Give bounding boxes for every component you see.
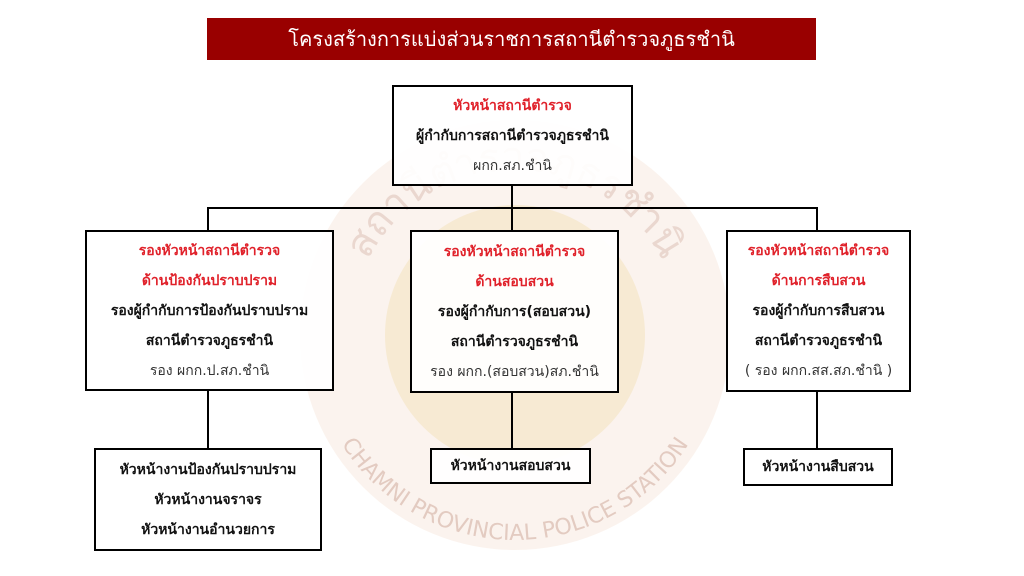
- position-abbr: ผกก.สภ.ชำนิ: [473, 157, 552, 174]
- position-title: รองผู้กำกับการป้องกันปราบปราม: [110, 302, 309, 319]
- org-box-deputy-inquiry: รองหัวหน้าสถานีตำรวจ ด้านสอบสวน รองผู้กำ…: [410, 230, 619, 393]
- position-title: รองผู้กำกับการ(สอบสวน): [437, 303, 592, 320]
- position-title: ผู้กำกับการสถานีตำรวจภูธรชำนิ: [416, 127, 609, 144]
- unit-label: หัวหน้างานสืบสวน: [762, 459, 874, 475]
- role-label: รองหัวหน้าสถานีตำรวจ: [443, 243, 586, 260]
- org-box-station-head: หัวหน้าสถานีตำรวจ ผู้กำกับการสถานีตำรวจภ…: [392, 85, 633, 186]
- org-box-deputy-prevention: รองหัวหน้าสถานีตำรวจ ด้านป้องกันปราบปราม…: [85, 230, 334, 391]
- org-box-prevention-units: หัวหน้างานป้องกันปราบปราม หัวหน้างานจราจ…: [94, 448, 322, 551]
- role-label: รองหัวหน้าสถานีตำรวจ: [138, 242, 281, 259]
- position-abbr: รอง ผกก.ป.สภ.ชำนิ: [149, 362, 270, 379]
- connector: [816, 391, 818, 449]
- unit-label: หัวหน้างานป้องกันปราบปราม: [119, 461, 297, 478]
- role-label: รองหัวหน้าสถานีตำรวจ: [747, 243, 890, 259]
- unit-label: หัวหน้างานอำนวยการ: [141, 521, 275, 538]
- area-label: ด้านสอบสวน: [475, 273, 554, 290]
- chart-title: โครงสร้างการแบ่งส่วนราชการสถานีตำรวจภูธร…: [207, 18, 816, 60]
- position-abbr: รอง ผกก.(สอบสวน)สภ.ชำนิ: [430, 363, 599, 380]
- area-label: ด้านการสืบสวน: [771, 273, 866, 289]
- org-box-deputy-investigation: รองหัวหน้าสถานีตำรวจ ด้านการสืบสวน รองผู…: [726, 230, 911, 392]
- connector: [511, 392, 513, 449]
- connector: [816, 207, 818, 231]
- position-abbr: ( รอง ผกก.สส.สภ.ชำนิ ): [744, 363, 893, 379]
- org-box-inquiry-unit: หัวหน้างานสอบสวน: [430, 448, 591, 484]
- station-name: สถานีตำรวจภูธรชำนิ: [450, 333, 579, 350]
- unit-label: หัวหน้างานจราจร: [154, 491, 262, 508]
- org-box-investigation-unit: หัวหน้างานสืบสวน: [743, 448, 893, 486]
- connector: [511, 185, 513, 209]
- position-title: รองผู้กำกับการสืบสวน: [752, 303, 885, 319]
- station-name: สถานีตำรวจภูธรชำนิ: [754, 333, 883, 349]
- area-label: ด้านป้องกันปราบปราม: [141, 272, 278, 289]
- connector: [207, 390, 209, 449]
- station-name: สถานีตำรวจภูธรชำนิ: [145, 332, 274, 349]
- connector: [207, 207, 209, 231]
- connector: [511, 207, 513, 231]
- unit-label: หัวหน้างานสอบสวน: [450, 458, 571, 474]
- role-label: หัวหน้าสถานีตำรวจ: [453, 97, 572, 114]
